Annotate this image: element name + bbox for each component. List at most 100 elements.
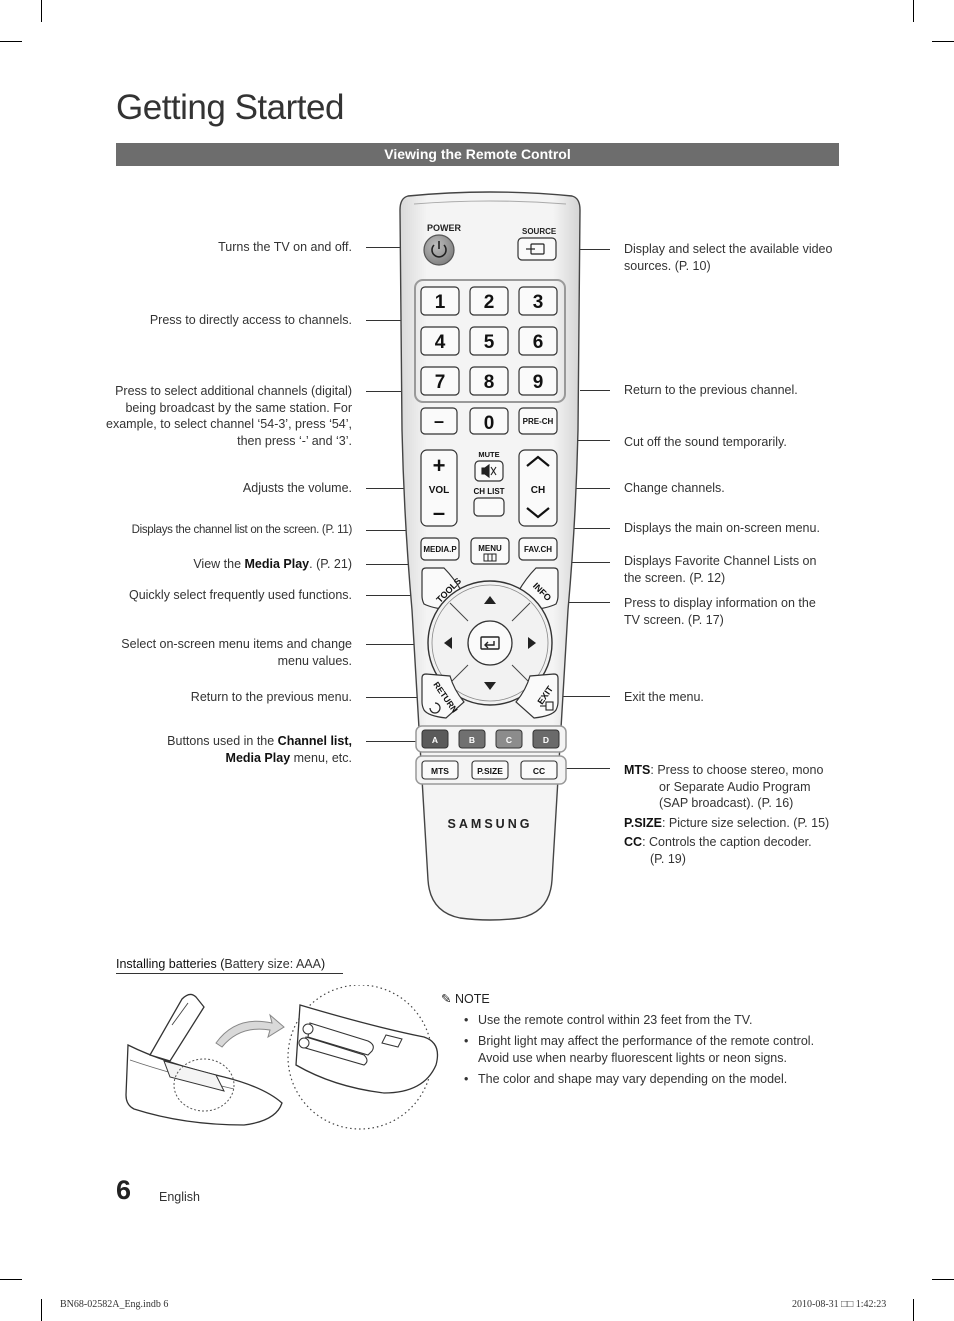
- channel-up-icon: [526, 455, 550, 467]
- battery-2: [301, 1036, 368, 1066]
- channel-rocker[interactable]: [518, 449, 558, 527]
- power-label: POWER: [427, 223, 462, 233]
- crop-mark: [913, 1299, 914, 1321]
- leader-line: [366, 391, 408, 392]
- prech-button[interactable]: [518, 407, 558, 435]
- nav-up-icon[interactable]: [484, 596, 496, 604]
- callout-favch: Displays Favorite Channel Lists on the s…: [624, 554, 817, 585]
- digit-1-label: 1: [435, 292, 446, 313]
- callout-exit: Exit the menu.: [624, 690, 704, 704]
- digit-2-button[interactable]: [469, 286, 509, 316]
- leader-line: [558, 488, 610, 489]
- mute-label: MUTE: [478, 450, 499, 459]
- exit-button[interactable]: [515, 673, 559, 719]
- callout-media-play-post: . (P. 21): [309, 557, 352, 571]
- callout-tools: Quickly select frequently used functions…: [128, 588, 352, 602]
- color-button-b[interactable]: [458, 729, 486, 749]
- note-item: Use the remote control within 23 feet fr…: [464, 1012, 824, 1029]
- nav-right-icon[interactable]: [528, 637, 536, 649]
- mts-line2: or Separate Audio Program: [659, 779, 811, 794]
- digit-4-button[interactable]: [420, 326, 460, 356]
- battery-end-1: [302, 1023, 314, 1035]
- chlist-button[interactable]: [473, 497, 505, 517]
- source-button[interactable]: [517, 237, 557, 261]
- leader-line: [366, 320, 418, 321]
- mts-key: MTS: [624, 763, 651, 777]
- battery-1: [307, 1022, 374, 1056]
- leader-line: [366, 644, 432, 645]
- nav-left-icon[interactable]: [444, 637, 452, 649]
- page-title: Getting Started: [116, 88, 344, 127]
- return-icon: [429, 702, 441, 714]
- leader-line: [366, 697, 422, 698]
- digit-1-button[interactable]: [420, 286, 460, 316]
- leader-line: [366, 488, 422, 489]
- nav-down-icon[interactable]: [484, 682, 496, 690]
- callout-navigate: Select on-screen menu items and change m…: [121, 637, 352, 668]
- source-label: SOURCE: [522, 227, 557, 236]
- mts-psize-cc-descriptions: MTS: Press to choose stereo, mono or Sep…: [624, 762, 839, 870]
- footer-date-info: 2010-08-31 □□ 1:42:23: [792, 1299, 887, 1310]
- dash-button[interactable]: [420, 407, 458, 435]
- digit-9-label: 9: [533, 372, 544, 393]
- mute-icon: [481, 463, 497, 479]
- leader-line: [556, 696, 610, 697]
- digit-0-button[interactable]: [469, 407, 509, 435]
- digit-8-button[interactable]: [469, 366, 509, 396]
- callout-media-play-pre: View the: [193, 557, 245, 571]
- cc-label: CC: [533, 766, 545, 776]
- enter-button[interactable]: [467, 620, 513, 666]
- digit-3-button[interactable]: [518, 286, 558, 316]
- digit-5-button[interactable]: [469, 326, 509, 356]
- footer-file-info: BN68-02582A_Eng.indb 6: [60, 1299, 169, 1310]
- callout-info: Press to display information on the TV s…: [624, 596, 816, 627]
- media-play-label: MEDIA.P: [423, 545, 457, 554]
- digit-5-label: 5: [484, 332, 495, 353]
- menu-button[interactable]: [470, 537, 510, 565]
- crop-mark: [913, 0, 914, 22]
- chlist-label: CH LIST: [473, 487, 504, 496]
- digit-9-button[interactable]: [518, 366, 558, 396]
- power-button[interactable]: [423, 234, 455, 266]
- mts-line3: (SAP broadcast). (P. 16): [659, 796, 794, 810]
- note-item: Bright light may affect the performance …: [464, 1033, 824, 1067]
- volume-down-icon: –: [433, 500, 445, 525]
- volume-rocker[interactable]: [420, 449, 458, 527]
- channel-label: CH: [531, 485, 545, 496]
- mts-button[interactable]: [421, 760, 459, 780]
- return-button[interactable]: [421, 673, 465, 719]
- cc-button[interactable]: [520, 760, 558, 780]
- color-button-d[interactable]: [532, 729, 560, 749]
- psize-button[interactable]: [471, 760, 509, 780]
- media-play-button[interactable]: [420, 537, 460, 561]
- install-title-close: ): [320, 957, 326, 971]
- navigation-divider: [511, 602, 531, 622]
- mts-label: MTS: [431, 766, 449, 776]
- leader-line: [366, 741, 416, 742]
- digit-7-button[interactable]: [420, 366, 460, 396]
- battery-cover-detail: [171, 1002, 189, 1026]
- callout-volume: Adjusts the volume.: [242, 481, 352, 495]
- callout-color-buttons: Buttons used in the Channel list,Media P…: [102, 733, 352, 766]
- callout-color-bold1: Channel list,: [277, 734, 352, 748]
- crop-mark: [41, 0, 42, 22]
- page-language: English: [159, 1190, 200, 1204]
- color-button-a[interactable]: [421, 729, 449, 749]
- battery-cover: [149, 993, 205, 1062]
- digit-6-button[interactable]: [518, 326, 558, 356]
- color-button-c[interactable]: [495, 729, 523, 749]
- favch-button[interactable]: [518, 537, 558, 561]
- navigation-divider: [511, 664, 531, 684]
- callout-channel: Change channels.: [624, 481, 725, 495]
- zoom-circle-small: [173, 1058, 235, 1112]
- callout-prech: Return to the previous channel.: [624, 383, 798, 397]
- number-pad-frame: [414, 279, 566, 403]
- cc-key: CC: [624, 835, 643, 849]
- digit-8-label: 8: [484, 372, 495, 393]
- install-batteries-title: Installing batteries (Battery size: AAA): [116, 957, 343, 974]
- leader-line: [556, 249, 610, 250]
- leader-line: [366, 247, 424, 248]
